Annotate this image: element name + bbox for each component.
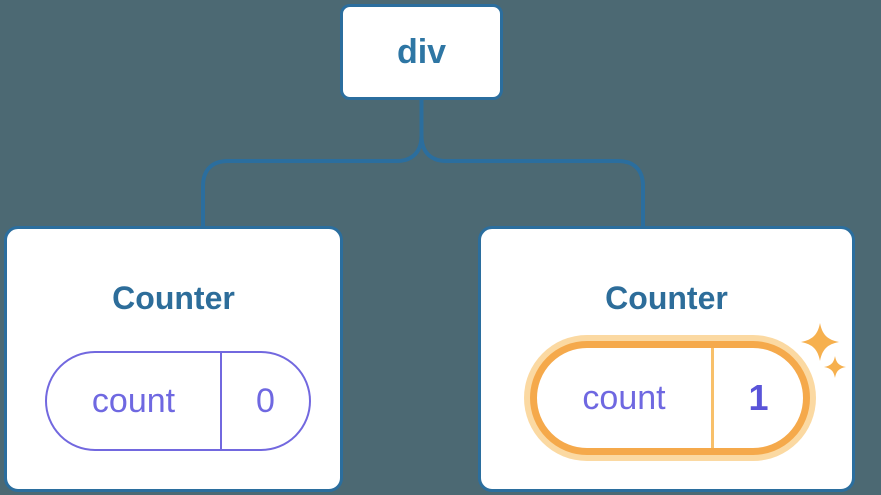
root-node-label: div [396, 32, 447, 71]
component-title: Counter [605, 279, 728, 316]
root-node: div [340, 4, 503, 100]
state-pill: count 0 [45, 351, 311, 451]
component-title: Counter [112, 279, 235, 316]
state-key-label: count [47, 353, 222, 449]
state-value: 0 [256, 381, 275, 420]
state-key-label: count [537, 348, 714, 448]
state-pill-highlighted: count 1 [530, 341, 810, 455]
counter-card-right: Counter count 1 [478, 226, 855, 492]
state-value: 1 [748, 377, 769, 418]
counter-card-left: Counter count 0 [4, 226, 343, 492]
sparkles-icon [801, 323, 846, 378]
